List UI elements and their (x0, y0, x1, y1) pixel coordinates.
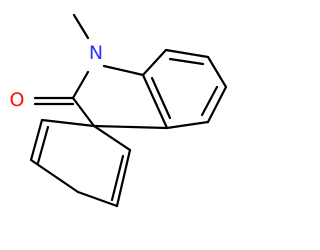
bond-ring-right-down (115, 148, 132, 208)
bond-spiro-ring-left (40, 118, 96, 128)
bond-aromatic-spiro (92, 124, 169, 130)
bond-benzene-inner-3 (150, 76, 172, 120)
bond-n-aromatic (102, 64, 145, 77)
bond-benzene-4 (206, 85, 228, 124)
bond-benzene-2 (164, 48, 210, 59)
bond-n-carbonyl-carbon (71, 70, 90, 100)
bond-spiro-ring-right (92, 124, 132, 152)
bond-ring-left-down-1 (29, 118, 44, 162)
bond-n-methyl (72, 13, 90, 40)
bond-ring-right-double (110, 154, 125, 202)
bond-benzene-5 (165, 120, 210, 130)
bond-benzene-3 (206, 55, 228, 89)
bond-ring-bottom-right (76, 190, 119, 208)
bond-benzene-1 (141, 48, 168, 77)
oxygen-atom-label: O (10, 89, 25, 111)
molecule-structure-diagram: N O (10, 13, 228, 208)
nitrogen-atom-label: N (89, 42, 103, 64)
bond-benzene-inner-2 (200, 85, 219, 117)
bond-ring-bottom-left (29, 158, 80, 194)
bond-lines (29, 13, 228, 208)
bond-benzene-6 (141, 73, 169, 130)
bond-benzene-inner-1 (168, 57, 205, 66)
bond-carbonyl-spiro (71, 96, 96, 128)
bond-ring-left-down-2 (36, 125, 50, 165)
